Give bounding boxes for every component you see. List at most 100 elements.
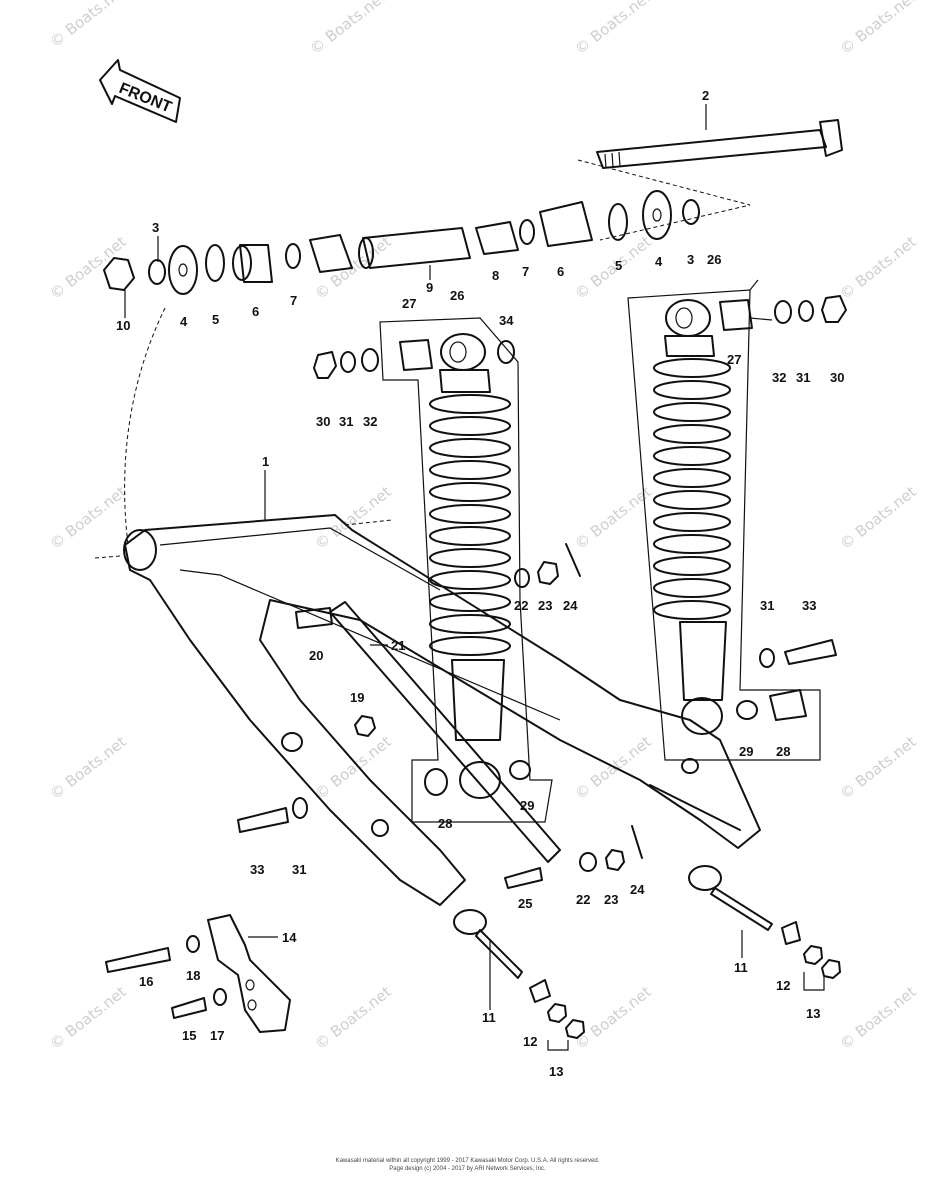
part-label: 6 bbox=[557, 264, 564, 279]
shock-spring-right bbox=[653, 358, 731, 620]
part-label: 31 bbox=[760, 598, 774, 613]
sleeve-9 bbox=[362, 227, 471, 269]
part-label: 24 bbox=[563, 598, 578, 613]
part-label: 17 bbox=[210, 1028, 224, 1043]
part-label: 3 bbox=[152, 220, 159, 235]
part-label: 2 bbox=[702, 88, 709, 103]
part-label: 25 bbox=[518, 896, 532, 911]
part-label: 24 bbox=[630, 882, 645, 897]
part-label: 12 bbox=[523, 1034, 537, 1049]
part-label: 31 bbox=[292, 862, 306, 877]
part-label: 7 bbox=[522, 264, 529, 279]
part-label: 29 bbox=[520, 798, 534, 813]
part-label: 3 bbox=[687, 252, 694, 267]
part-label: 13 bbox=[806, 1006, 820, 1021]
nut-10 bbox=[103, 257, 135, 291]
seal-4-left bbox=[168, 245, 198, 295]
ring-7-right bbox=[519, 219, 535, 245]
part-label: 7 bbox=[290, 293, 297, 308]
part-label: 30 bbox=[830, 370, 844, 385]
bushing-28-left bbox=[424, 768, 448, 796]
part-label: 11 bbox=[482, 1010, 496, 1025]
cap-nut-group-right bbox=[774, 295, 847, 324]
front-arrow: FRONT bbox=[99, 59, 181, 123]
watermark: © Boats.net bbox=[46, 0, 129, 51]
part-label: 18 bbox=[186, 968, 200, 983]
seal-4-right bbox=[642, 190, 672, 240]
part-label: 14 bbox=[282, 930, 297, 945]
bushing-8 bbox=[475, 221, 519, 255]
pivot-guide-line bbox=[124, 307, 166, 546]
part-label: 28 bbox=[438, 816, 452, 831]
torque-link bbox=[295, 601, 561, 863]
watermark: © Boats.net bbox=[46, 983, 129, 1054]
part-label: 4 bbox=[180, 314, 188, 329]
collar-6-right bbox=[539, 201, 593, 247]
part-label: 33 bbox=[802, 598, 816, 613]
part-label: 26 bbox=[707, 252, 721, 267]
washer-3-left bbox=[148, 259, 166, 285]
chain-guide bbox=[105, 914, 291, 1033]
part-label: 10 bbox=[116, 318, 130, 333]
watermark: © Boats.net bbox=[836, 233, 919, 304]
part-label: 9 bbox=[426, 280, 433, 295]
part-label: 15 bbox=[182, 1028, 196, 1043]
watermark: © Boats.net bbox=[836, 483, 919, 554]
watermark: © Boats.net bbox=[311, 483, 394, 554]
part-label: 34 bbox=[499, 313, 514, 328]
bolt-20 bbox=[295, 607, 333, 629]
part-label: 19 bbox=[350, 690, 364, 705]
pivot-shaft bbox=[577, 119, 843, 241]
part-label: 32 bbox=[772, 370, 786, 385]
ring-5-left bbox=[205, 244, 225, 282]
collar-29-left bbox=[509, 760, 531, 780]
chain-adjuster-right bbox=[688, 865, 841, 979]
washer-31-right bbox=[759, 648, 775, 668]
watermark: © Boats.net bbox=[306, 0, 389, 58]
collar-34 bbox=[497, 340, 515, 364]
part-label: 32 bbox=[363, 414, 377, 429]
part-label: 16 bbox=[139, 974, 153, 989]
bushing-28-right bbox=[769, 689, 807, 721]
part-label: 5 bbox=[615, 258, 622, 273]
watermark: © Boats.net bbox=[311, 983, 394, 1054]
pivot-bearing-stack bbox=[103, 190, 700, 295]
bolt-33-right bbox=[784, 639, 837, 665]
part-label: 1 bbox=[262, 454, 269, 469]
part-label: 22 bbox=[514, 598, 528, 613]
bushing-left bbox=[309, 234, 353, 273]
watermark: © Boats.net bbox=[571, 733, 654, 804]
part-label: 33 bbox=[250, 862, 264, 877]
part-labels: 2 3 10 4 5 6 7 9 8 7 6 5 4 3 26 26 27 34… bbox=[116, 88, 844, 1079]
watermark: © Boats.net bbox=[46, 733, 129, 804]
leader-lines bbox=[124, 104, 825, 1051]
part-label: 23 bbox=[604, 892, 618, 907]
bolt-16 bbox=[105, 947, 171, 973]
bolt-15 bbox=[171, 997, 207, 1019]
shock-spring-left bbox=[429, 394, 511, 656]
front-label: FRONT bbox=[117, 80, 175, 116]
part-label: 30 bbox=[316, 414, 330, 429]
watermark: © Boats.net bbox=[46, 483, 129, 554]
copyright-footer-line1: Kawasaki material within all copyright 1… bbox=[335, 1158, 600, 1164]
part-label: 4 bbox=[655, 254, 663, 269]
part-label: 11 bbox=[734, 960, 748, 975]
watermark: © Boats.net bbox=[46, 233, 129, 304]
part-label: 21 bbox=[391, 638, 405, 653]
watermark: © Boats.net bbox=[836, 983, 919, 1054]
collar-6-left bbox=[239, 244, 273, 283]
part-label: 22 bbox=[576, 892, 590, 907]
washer-3-right bbox=[682, 199, 700, 225]
watermark: © Boats.net bbox=[571, 233, 654, 304]
part-label: 20 bbox=[309, 648, 323, 663]
left-shock-absorber bbox=[379, 317, 553, 823]
watermark: © Boats.net bbox=[571, 483, 654, 554]
watermark: © Boats.net bbox=[571, 983, 654, 1054]
part-label: 6 bbox=[252, 304, 259, 319]
chain-adjuster-left bbox=[453, 909, 585, 1039]
bolt-25 bbox=[504, 867, 543, 889]
ring-5-right bbox=[608, 203, 628, 241]
copyright-footer-line2: Page design (c) 2004 - 2017 by ARI Netwo… bbox=[389, 1166, 546, 1172]
cotter-pin-hardware-lower bbox=[504, 825, 643, 889]
left-lower-bolt bbox=[237, 797, 308, 833]
